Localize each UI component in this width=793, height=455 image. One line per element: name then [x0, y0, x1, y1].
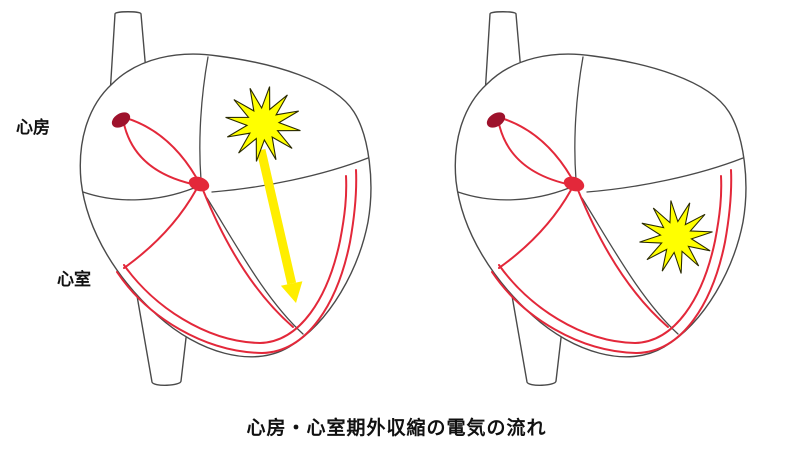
arrow-head: [280, 281, 303, 303]
right-heart: [454, 10, 747, 387]
label-atrium: 心房: [16, 118, 50, 137]
arrow-shaft: [256, 148, 297, 285]
caption: 心房・心室期外収縮の電気の流れ: [246, 418, 547, 439]
label-ventricle: 心室: [57, 270, 91, 289]
left-heart: [79, 10, 372, 387]
premature-impulse-arrow: [256, 148, 303, 303]
